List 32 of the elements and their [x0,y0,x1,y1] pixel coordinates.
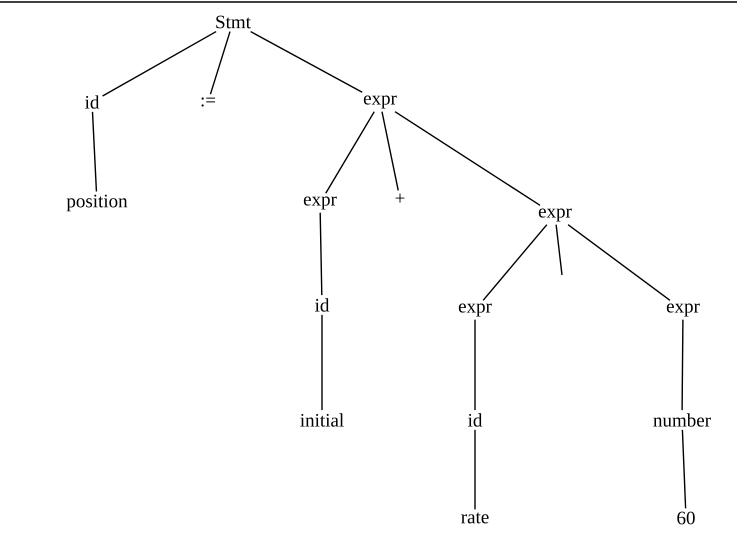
tree-edge [682,430,686,508]
tree-edge [681,320,684,410]
tree-edge [250,30,363,93]
tree-node-label: position [66,194,128,212]
tree-node-label: expr [538,208,572,222]
tree-edge [568,224,670,301]
tree-node-label: 60 [677,512,695,524]
tree-edge [381,112,399,191]
tree-node-label: id [468,413,482,427]
tree-edge [474,320,476,410]
tree-node-label: id [85,95,100,109]
tree-node-label: expr [666,303,700,316]
tree-node-label: rate [461,512,489,524]
tree-edge [102,30,216,97]
tree-node-label: expr [458,303,492,316]
tree-edge [482,224,548,301]
tree-edge [325,111,375,194]
tree-edge [92,112,98,192]
tree-edge [321,314,323,410]
tree-edge [210,31,231,94]
tree-node-label: expr [304,196,337,210]
tree-node-label: Stmt [216,16,251,28]
tree-node-label: + [396,194,404,202]
tree-node-label: initial [300,413,344,427]
tree-edge [474,430,476,510]
tree-node-label: := [202,97,216,107]
tree-node-label: id [315,298,330,312]
tree-edge [555,224,563,276]
tree-node-label: number [653,413,711,427]
tree-node-label: expr [364,95,397,108]
tree-edge [394,111,540,206]
tree-edge [320,212,322,296]
